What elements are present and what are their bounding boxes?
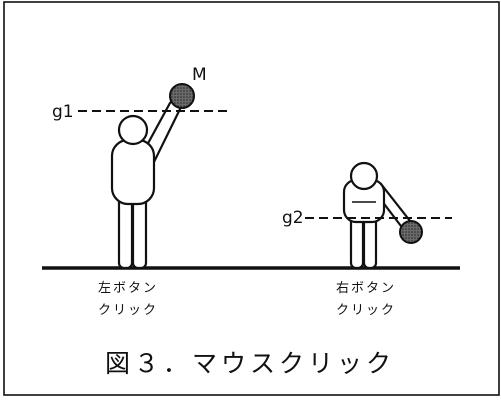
figure-caption: 図３．マウスクリック [105,349,395,378]
guide-g1-label: g1 [52,102,74,122]
figure-left-reaching-up [110,98,185,270]
figure-frame [3,1,500,396]
target-ball-right [399,220,423,244]
mark-m-label: M [192,65,207,85]
figure-right-reaching-down [342,161,416,270]
guide-g2-label: g2 [282,208,304,228]
target-ball-m [169,83,195,109]
left-caption-line1: 左ボタン [98,281,158,296]
right-caption-line1: 右ボタン [336,281,396,296]
right-caption-line2: クリック [336,303,396,318]
left-caption-line2: クリック [98,303,158,318]
